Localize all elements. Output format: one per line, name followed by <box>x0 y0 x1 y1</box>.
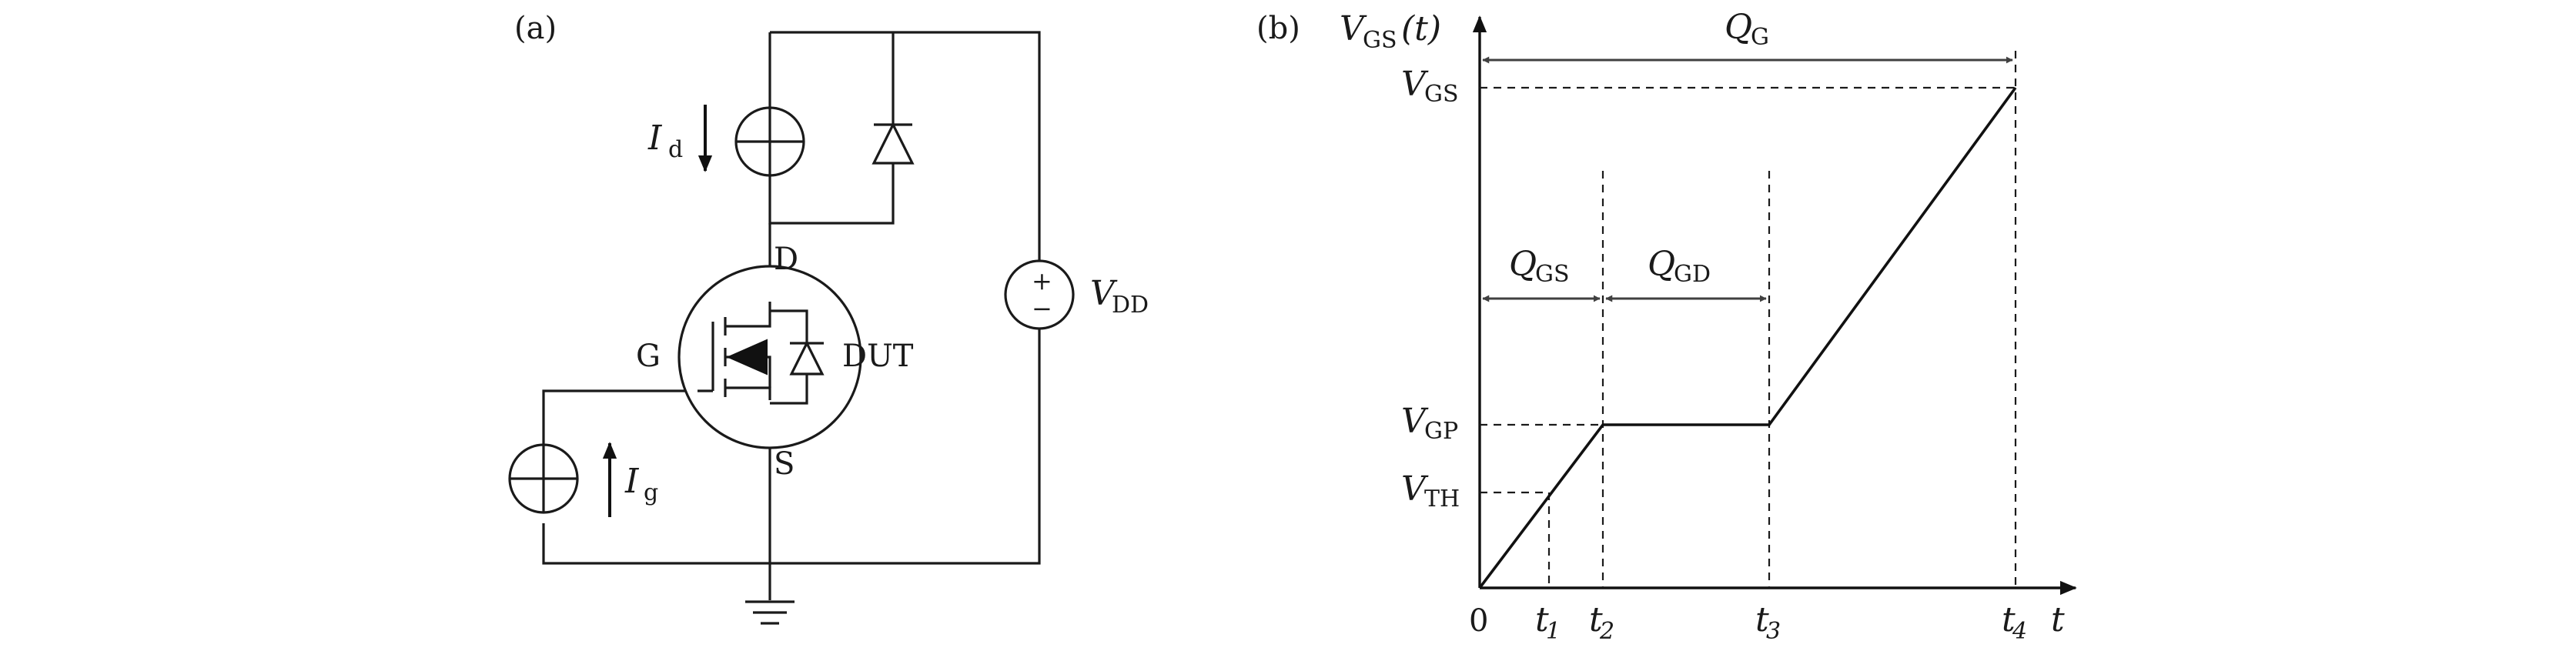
y-axis-subscript: GS <box>1363 27 1397 54</box>
gate-current-subscript: g <box>644 479 658 506</box>
source-label: S <box>774 446 795 482</box>
ground-icon <box>745 600 795 625</box>
panel-b-waveform: (b) V GS (t) t 0 Q G Q GS Q GD V GS V <box>1256 8 2077 645</box>
vdd-minus-sign: − <box>1032 294 1052 323</box>
gate-wire <box>542 389 713 445</box>
gate-current-source-icon <box>508 443 579 514</box>
vdd-plus-sign: + <box>1032 266 1052 295</box>
qgd-subscript: GD <box>1674 261 1711 288</box>
drain-label: D <box>774 242 798 277</box>
vdd-subscript: DD <box>1112 292 1149 319</box>
origin-label: 0 <box>1469 603 1488 639</box>
t4-label: t <box>2002 600 2016 639</box>
mosfet-dut-icon <box>677 265 862 449</box>
t1-label: t <box>1535 600 1549 639</box>
y-axis-symbol: V <box>1340 9 1367 48</box>
drain-current-source-icon <box>734 106 805 177</box>
vth-level-subscript: TH <box>1424 486 1460 512</box>
qg-symbol: Q <box>1725 8 1752 47</box>
top-wire <box>542 31 1041 565</box>
vdd-symbol: V <box>1090 274 1118 313</box>
vgp-level-symbol: V <box>1401 402 1429 441</box>
vgs-waveform <box>1478 86 2017 589</box>
t1-subscript: 1 <box>1546 618 1561 645</box>
freewheel-diode-icon <box>871 122 915 165</box>
gate-current-symbol: I <box>624 462 640 501</box>
vgs-level-subscript: GS <box>1424 81 1459 108</box>
panel-a-circuit: (a) I d + − <box>508 11 1149 625</box>
t3-subscript: 3 <box>1766 618 1781 645</box>
drain-current-symbol: I <box>647 119 663 158</box>
dut-label: DUT <box>842 339 914 374</box>
drain-current-subscript: d <box>668 136 683 163</box>
t3-label: t <box>1755 600 1769 639</box>
qgs-symbol: Q <box>1509 245 1537 284</box>
panel-b-label: (b) <box>1256 11 1300 46</box>
panel-a-label: (a) <box>514 11 557 46</box>
t4-subscript: 4 <box>2012 618 2027 645</box>
qg-subscript: G <box>1751 24 1769 51</box>
qgd-symbol: Q <box>1648 245 1675 284</box>
vth-level-symbol: V <box>1401 469 1429 509</box>
qgs-subscript: GS <box>1535 261 1570 288</box>
t2-label: t <box>1589 600 1603 639</box>
vgp-level-subscript: GP <box>1424 418 1458 445</box>
y-axis-argument: (t) <box>1401 9 1441 48</box>
vgs-level-symbol: V <box>1401 65 1429 104</box>
vdd-source-icon <box>1004 259 1075 330</box>
t2-subscript: 2 <box>1599 618 1614 645</box>
gate-label: G <box>636 339 661 374</box>
x-axis-symbol: t <box>2051 600 2065 639</box>
